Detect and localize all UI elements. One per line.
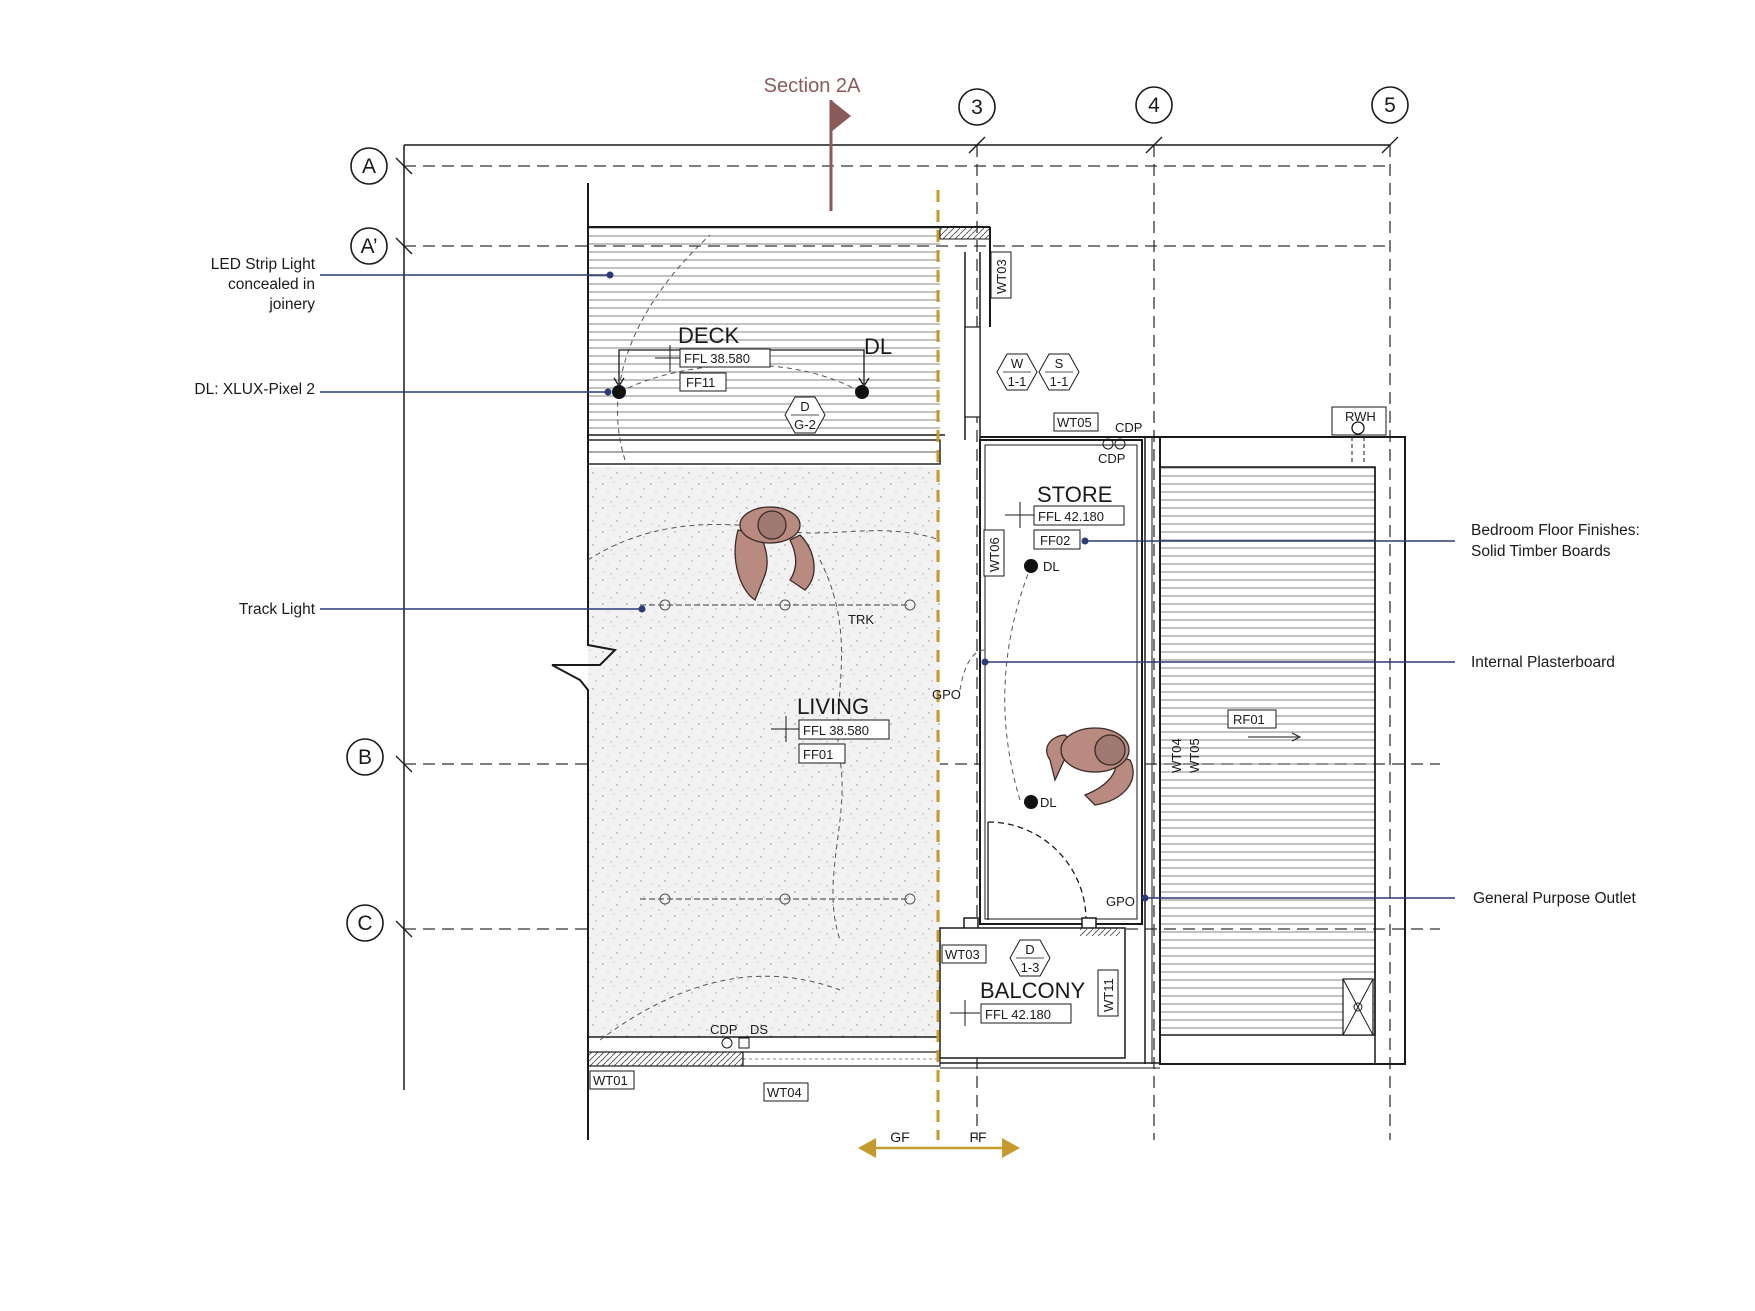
- svg-text:joinery: joinery: [268, 296, 315, 313]
- deck-area: [587, 226, 991, 465]
- svg-text:W: W: [1011, 356, 1024, 371]
- svg-text:GPO: GPO: [1106, 894, 1135, 909]
- downlight-deck-left: [612, 385, 626, 399]
- svg-text:concealed in: concealed in: [228, 276, 315, 293]
- downlight-deck-right: [855, 385, 869, 399]
- callout-downlight: DL: XLUX-Pixel 2: [194, 381, 315, 398]
- svg-text:A’: A’: [360, 235, 377, 258]
- svg-text:FFL 42.180: FFL 42.180: [1038, 509, 1104, 524]
- svg-text:Section 2A: Section 2A: [764, 75, 861, 97]
- room-living: LIVING FFL 38.580 FF01: [771, 694, 890, 764]
- grid-bubble-a: A: [350, 147, 388, 185]
- grid-bubble-3: 3: [958, 88, 996, 126]
- svg-text:TRK: TRK: [848, 612, 874, 627]
- section-marker: Section 2A: [764, 75, 861, 211]
- svg-text:WT03: WT03: [994, 259, 1009, 294]
- callout-track-light: Track Light: [239, 601, 316, 618]
- svg-text:DL: XLUX-Pixel 2: DL: XLUX-Pixel 2: [194, 381, 315, 398]
- svg-text:WT04: WT04: [767, 1085, 802, 1100]
- person-figure-store: [1046, 727, 1134, 806]
- room-balcony: BALCONY FFL 42.180: [950, 978, 1085, 1026]
- person-figure-living: [734, 506, 815, 601]
- svg-text:1-3: 1-3: [1021, 960, 1040, 975]
- hex-skylight-tag: S 1-1: [1038, 353, 1080, 391]
- grid-bubble-4: 4: [1135, 86, 1173, 124]
- svg-text:FFL 38.580: FFL 38.580: [803, 723, 869, 738]
- svg-text:WT05: WT05: [1057, 415, 1092, 430]
- svg-text:DS: DS: [750, 1022, 768, 1037]
- svg-text:C: C: [357, 912, 372, 935]
- svg-text:FF02: FF02: [1040, 533, 1070, 548]
- svg-text:B: B: [358, 746, 372, 769]
- left-wall-break: [551, 183, 618, 1140]
- svg-text:LED Strip Light: LED Strip Light: [211, 256, 316, 273]
- svg-text:1-1: 1-1: [1050, 374, 1069, 389]
- callout-plasterboard: Internal Plasterboard: [1471, 654, 1615, 671]
- svg-text:BALCONY: BALCONY: [980, 978, 1085, 1003]
- svg-text:STORE: STORE: [1037, 482, 1112, 507]
- svg-text:WT11: WT11: [1101, 978, 1116, 1012]
- svg-text:Track Light: Track Light: [239, 601, 316, 618]
- svg-text:S: S: [1055, 356, 1064, 371]
- svg-text:A: A: [362, 155, 376, 178]
- callout-floor-finishes: Bedroom Floor Finishes: Solid Timber Boa…: [1471, 522, 1640, 560]
- grid-bubble-a-prime: A’: [350, 227, 388, 265]
- svg-text:FFL 42.180: FFL 42.180: [985, 1007, 1051, 1022]
- downlight-store-lower: [1024, 795, 1038, 809]
- svg-text:5: 5: [1384, 94, 1396, 117]
- svg-text:DL: DL: [1040, 795, 1057, 810]
- svg-text:FF01: FF01: [803, 747, 833, 762]
- svg-text:DECK: DECK: [678, 323, 739, 348]
- roof-area: [980, 406, 1406, 1065]
- svg-text:Solid Timber Boards: Solid Timber Boards: [1471, 543, 1611, 560]
- svg-text:DL: DL: [864, 334, 892, 359]
- grid-bubble-5: 5: [1371, 86, 1409, 124]
- svg-text:Bedroom Floor Finishes:: Bedroom Floor Finishes:: [1471, 522, 1640, 539]
- level-gf-label: GF: [890, 1129, 909, 1145]
- callout-led-strip: LED Strip Light concealed in joinery: [211, 256, 316, 313]
- svg-text:WT04: WT04: [1169, 738, 1184, 773]
- level-line: [858, 190, 1020, 1158]
- svg-text:WT06: WT06: [987, 537, 1002, 572]
- svg-text:WT05: WT05: [1187, 738, 1202, 773]
- wall-tags: WT03 WT05 WT06 WT03 WT11 WT01 WT04 WT04 …: [589, 251, 1376, 1102]
- svg-text:FF11: FF11: [686, 375, 715, 390]
- track-light-rows: [640, 599, 916, 905]
- svg-text:RF01: RF01: [1233, 712, 1265, 727]
- hex-door-balcony-tag: D 1-3: [1009, 939, 1051, 977]
- level-ff-label: FF: [969, 1129, 986, 1145]
- svg-text:CDP: CDP: [710, 1022, 737, 1037]
- svg-text:G-2: G-2: [794, 417, 816, 432]
- misc-labels: CDP CDP CDP DS TRK GPO GPO DL: [710, 420, 1142, 1049]
- hex-window-tag: W 1-1: [996, 353, 1038, 391]
- grid-bubble-b: B: [346, 738, 384, 776]
- svg-text:DL: DL: [1043, 559, 1060, 574]
- svg-text:CDP: CDP: [1115, 420, 1142, 435]
- leader-lines: [320, 271, 1455, 902]
- callout-gpo: General Purpose Outlet: [1473, 890, 1637, 907]
- svg-text:4: 4: [1148, 94, 1160, 117]
- svg-text:CDP: CDP: [1098, 451, 1125, 466]
- svg-text:Internal Plasterboard: Internal Plasterboard: [1471, 654, 1615, 671]
- hex-door-deck-tag: D G-2: [784, 396, 826, 434]
- svg-text:General Purpose Outlet: General Purpose Outlet: [1473, 890, 1637, 907]
- room-deck: DECK FFL 38.580 FF11 DL: [655, 323, 892, 392]
- grid-bubble-c: C: [346, 904, 384, 942]
- room-store: STORE FFL 42.180 FF02 DL: [1005, 482, 1125, 574]
- svg-text:WT01: WT01: [593, 1073, 628, 1088]
- svg-text:3: 3: [971, 96, 983, 119]
- svg-text:GPO: GPO: [932, 687, 961, 702]
- svg-text:RWH: RWH: [1345, 409, 1376, 424]
- svg-text:LIVING: LIVING: [797, 694, 869, 719]
- svg-text:WT03: WT03: [945, 947, 980, 962]
- svg-text:D: D: [1025, 942, 1034, 957]
- svg-text:D: D: [800, 399, 809, 414]
- downlight-store-upper: [1024, 559, 1038, 573]
- svg-text:1-1: 1-1: [1008, 374, 1027, 389]
- svg-text:FFL 38.580: FFL 38.580: [684, 351, 750, 366]
